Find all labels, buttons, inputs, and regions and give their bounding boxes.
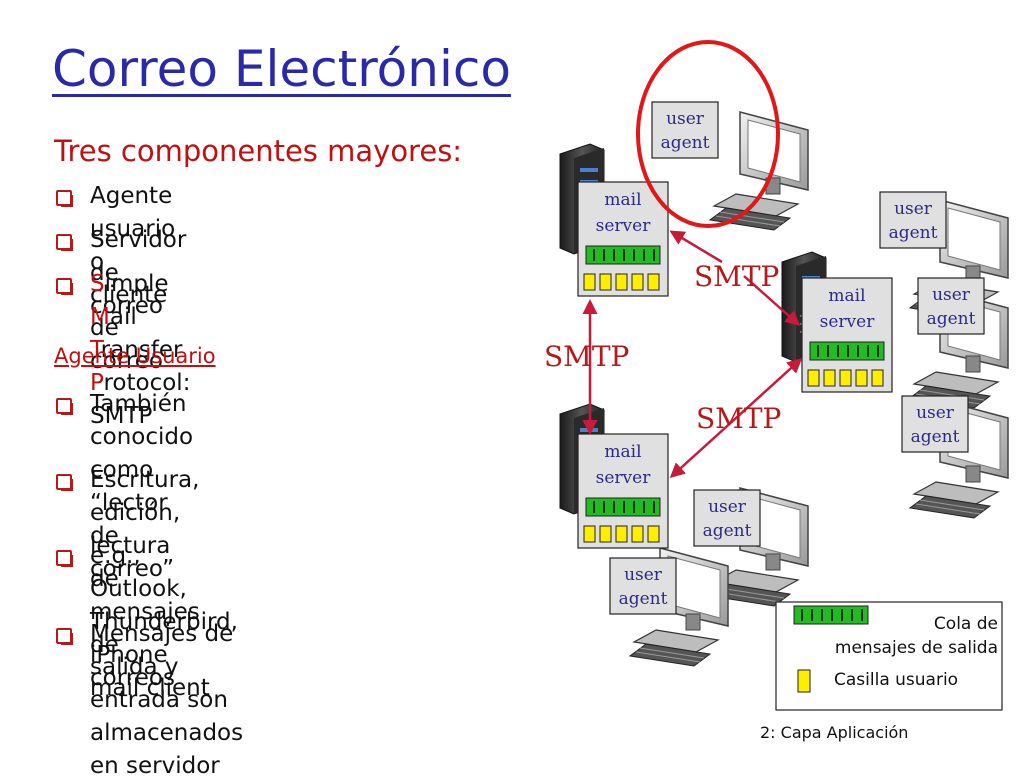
smtp-label: SMTP bbox=[544, 340, 629, 373]
smtp-label: SMTP bbox=[694, 260, 779, 293]
bullet-box-icon bbox=[56, 474, 73, 491]
computer-icon bbox=[709, 111, 809, 231]
mail-server-label: mail bbox=[604, 190, 641, 210]
mailbox-icon bbox=[823, 369, 836, 387]
smtp-label: SMTP bbox=[696, 402, 781, 435]
mailbox-icons bbox=[583, 525, 660, 543]
mail-server-box: mail server bbox=[577, 433, 669, 549]
bullet-box-icon bbox=[56, 550, 73, 567]
mailbox-icon bbox=[583, 525, 596, 543]
text-run: ail bbox=[109, 304, 137, 330]
mailbox-icons bbox=[583, 273, 660, 291]
highlighted-letter: S bbox=[90, 271, 105, 297]
legend-mailbox-label: Casilla usuario bbox=[834, 670, 959, 690]
user-agent-box: user agent bbox=[917, 277, 985, 335]
mailbox-icons bbox=[807, 369, 884, 387]
outgoing-queue-icon bbox=[585, 497, 661, 517]
smtp-arrow bbox=[669, 357, 803, 479]
bullet-box-icon bbox=[56, 398, 73, 415]
user-agent-label: user bbox=[624, 565, 663, 585]
legend-mailbox-icon bbox=[797, 669, 811, 693]
page-title: Correo Electrónico bbox=[52, 40, 511, 98]
user-agent-label: agent bbox=[619, 589, 668, 609]
user-agent-label: user bbox=[708, 497, 747, 517]
highlighted-letter: T bbox=[90, 337, 101, 363]
user-agent-label: agent bbox=[703, 521, 752, 541]
user-agent-label: agent bbox=[927, 309, 976, 329]
text-run: Agente usuario o cliente de correo bbox=[90, 183, 176, 374]
bullet-box-icon bbox=[56, 190, 73, 207]
slide-footer: 2: Capa Aplicación bbox=[760, 723, 909, 742]
mailbox-icon bbox=[839, 369, 852, 387]
user-agent-label: agent bbox=[661, 133, 710, 153]
bullet-text: Escritura, edición, lectura de mensajes … bbox=[90, 467, 200, 691]
bullet-text: También conocido como “lector de correo” bbox=[90, 391, 194, 582]
queue-bar bbox=[585, 497, 661, 517]
legend-queue-label: Cola de mensajes de salida bbox=[834, 614, 998, 658]
queue-bar bbox=[585, 245, 661, 265]
mail-server-box: mail server bbox=[577, 181, 669, 297]
text-run: imple bbox=[104, 271, 169, 297]
mail-server-label: mail bbox=[828, 286, 865, 306]
mail-server-label: server bbox=[596, 468, 652, 488]
mail-server-label: mail bbox=[604, 442, 641, 462]
mailbox-icon bbox=[807, 369, 820, 387]
user-agent-box: user agent bbox=[879, 191, 947, 249]
user-agent-label: agent bbox=[889, 223, 938, 243]
bullet-box-icon bbox=[56, 628, 73, 645]
mail-server-label: server bbox=[820, 312, 876, 332]
mailbox-icon bbox=[615, 273, 628, 291]
bullet-text: Simple Mail Transfer Protocol: SMTP bbox=[90, 268, 190, 433]
user-agent-box: user agent bbox=[693, 489, 761, 547]
mailbox-icon bbox=[855, 369, 868, 387]
bullet-text: Servidor de correo bbox=[90, 224, 186, 323]
user-agent-box: user agent bbox=[651, 101, 719, 159]
mailbox-icon bbox=[631, 525, 644, 543]
user-agent-box: user agent bbox=[609, 557, 677, 615]
mail-server-box: mail server bbox=[801, 277, 893, 393]
mailbox-icon bbox=[871, 369, 884, 387]
user-agent-label: user bbox=[666, 109, 705, 129]
highlighted-letter: M bbox=[90, 304, 110, 330]
user-agent-label: agent bbox=[911, 427, 960, 447]
bullet-box-icon bbox=[56, 278, 73, 295]
mailbox-icon bbox=[647, 525, 660, 543]
text-run: Servidor de correo bbox=[90, 227, 187, 319]
user-agent-label: user bbox=[932, 285, 971, 305]
user-agent-label: user bbox=[894, 199, 933, 219]
user-agent-box: user agent bbox=[901, 395, 969, 453]
highlighted-letter: P bbox=[90, 370, 104, 396]
bullet-text: e.g., Outlook, Thunderbird, iPhone mail … bbox=[90, 543, 238, 701]
text-run: ransfer bbox=[100, 337, 183, 363]
smtp-arrow bbox=[743, 275, 801, 326]
bullet-text: Agente usuario o cliente de correo bbox=[90, 180, 175, 378]
mail-server-label: server bbox=[596, 216, 652, 236]
legend bbox=[775, 601, 1003, 711]
mailbox-icon bbox=[647, 273, 660, 291]
user-agent-label: user bbox=[916, 403, 955, 423]
agent-heading: Agente Usuario bbox=[54, 344, 216, 368]
bullet-box-icon bbox=[56, 234, 73, 251]
mailbox-icon bbox=[599, 273, 612, 291]
subtitle: Tres componentes mayores: bbox=[54, 134, 463, 168]
mailbox-icon bbox=[583, 273, 596, 291]
text-run: rotocol: SMTP bbox=[90, 370, 191, 429]
mailbox-icon bbox=[615, 525, 628, 543]
mailbox-icon bbox=[631, 273, 644, 291]
outgoing-queue-icon bbox=[809, 341, 885, 361]
smtp-arrow bbox=[669, 230, 723, 264]
mailbox-icon bbox=[599, 525, 612, 543]
outgoing-queue-icon bbox=[585, 245, 661, 265]
legend-queue-icon bbox=[793, 605, 869, 625]
queue-bar bbox=[809, 341, 885, 361]
highlight-ellipse bbox=[636, 40, 780, 228]
